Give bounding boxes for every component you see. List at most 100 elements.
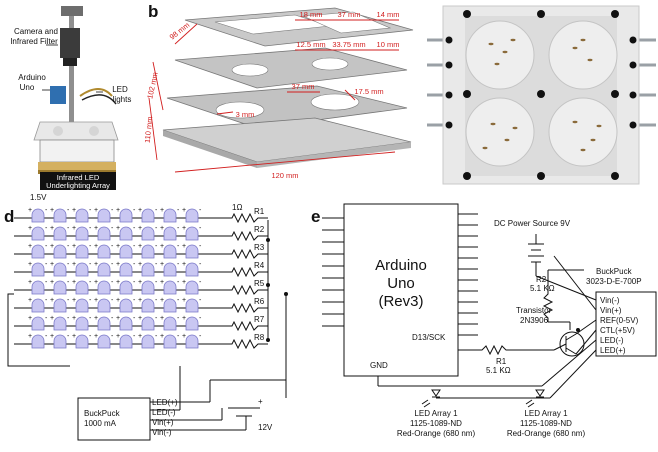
led-icon — [97, 208, 111, 223]
dim-label: 10 mm — [377, 40, 400, 49]
base-label-2: Underlighting Array — [46, 181, 110, 190]
polarity-plus: + — [138, 207, 142, 214]
polarity-plus: + — [138, 225, 142, 232]
base-plate — [162, 117, 412, 163]
polarity-plus: + — [94, 333, 98, 340]
led-icon — [53, 334, 67, 349]
panel-label-e: e — [311, 207, 321, 226]
panel-label-b: b — [148, 2, 159, 21]
polarity-minus: - — [177, 333, 180, 340]
led-icon — [185, 280, 199, 295]
polarity-minus: - — [111, 315, 114, 322]
polarity-minus: - — [67, 225, 70, 232]
resistor-label: R7 — [254, 315, 265, 324]
led-icon — [97, 226, 111, 241]
polarity-minus: - — [133, 243, 136, 250]
polarity-minus: - — [67, 315, 70, 322]
panel-b-arena-drawing: 18 mm 37 mm 14 mm 98 mm 12.5 mm 33.75 mm… — [145, 7, 414, 180]
resistor-label: R5 — [254, 279, 265, 288]
led-icon — [53, 208, 67, 223]
polarity-plus: + — [182, 261, 186, 268]
led-label-2: lights — [113, 95, 132, 104]
panel-a-rig-photo: Camera and Infrared Filter Arduino Uno L… — [0, 0, 145, 190]
buckpuck-pin: LED(-) — [600, 336, 624, 345]
polarity-minus: - — [177, 207, 180, 214]
resistor-label: R3 — [254, 243, 265, 252]
led2-label-1: LED Array 1 — [524, 409, 568, 418]
led-icon — [141, 244, 155, 259]
dim-label: 37 mm — [338, 10, 361, 19]
transistor-label-2: 2N3906 — [520, 316, 549, 325]
led-icon — [53, 226, 67, 241]
polarity-minus: - — [177, 279, 180, 286]
polarity-minus: - — [45, 261, 48, 268]
led-icon — [141, 226, 155, 241]
polarity-minus: - — [155, 297, 158, 304]
polarity-plus: + — [94, 297, 98, 304]
polarity-plus: + — [182, 297, 186, 304]
led-icon — [119, 226, 133, 241]
led-icon — [97, 316, 111, 331]
polarity-minus: - — [177, 225, 180, 232]
led1-label-2: 1125-1089-ND — [410, 419, 462, 428]
polarity-plus: + — [72, 207, 76, 214]
stand-pole — [69, 12, 74, 137]
polarity-plus: + — [94, 315, 98, 322]
panel-c-arena-photo — [425, 0, 658, 190]
polarity-plus: + — [116, 225, 120, 232]
polarity-plus: + — [50, 297, 54, 304]
polarity-minus: - — [177, 315, 180, 322]
camera — [60, 28, 80, 58]
polarity-minus: - — [155, 207, 158, 214]
led-label-1: LED — [112, 85, 128, 94]
dim-label: 37 mm — [292, 82, 315, 91]
led-icon — [163, 262, 177, 277]
chamber — [548, 97, 618, 167]
polarity-plus: + — [28, 279, 32, 286]
polarity-minus: - — [111, 243, 114, 250]
polarity-plus: + — [160, 333, 164, 340]
led-icon — [31, 334, 45, 349]
polarity-minus: - — [45, 315, 48, 322]
polarity-minus: - — [177, 297, 180, 304]
polarity-minus: - — [89, 279, 92, 286]
polarity-plus: + — [94, 261, 98, 268]
polarity-plus: + — [94, 243, 98, 250]
led-icon — [119, 208, 133, 223]
resistor-icon — [226, 338, 268, 350]
buckpuck-pin: Vin(+) — [600, 306, 622, 315]
led-icon — [53, 298, 67, 313]
polarity-plus: + — [182, 315, 186, 322]
polarity-plus: + — [116, 261, 120, 268]
polarity-minus: - — [199, 279, 202, 286]
polarity-minus: - — [67, 333, 70, 340]
resistor-label: R4 — [254, 261, 265, 270]
polarity-plus: + — [28, 297, 32, 304]
polarity-minus: - — [199, 261, 202, 268]
led-icon — [141, 298, 155, 313]
led-icon — [119, 262, 133, 277]
led-icon — [141, 262, 155, 277]
polarity-minus: - — [133, 279, 136, 286]
polarity-minus: - — [133, 297, 136, 304]
polarity-minus: - — [67, 261, 70, 268]
led-icon — [119, 334, 133, 349]
arduino-label-2: Uno — [20, 83, 35, 92]
chamber — [465, 97, 535, 167]
pin-d13-label: D13/SCK — [412, 333, 446, 342]
polarity-minus: - — [89, 261, 92, 268]
led-icon — [185, 244, 199, 259]
led-icon — [141, 208, 155, 223]
polarity-minus: - — [67, 279, 70, 286]
polarity-plus: + — [160, 261, 164, 268]
led-icon — [185, 226, 199, 241]
resistor-icon — [226, 266, 268, 278]
polarity-plus: + — [160, 243, 164, 250]
led-icon — [119, 244, 133, 259]
resistor-icon — [226, 212, 268, 224]
polarity-plus: + — [138, 261, 142, 268]
dim-label: 12.5 mm — [296, 40, 325, 49]
polarity-minus: - — [111, 279, 114, 286]
polarity-minus: - — [45, 207, 48, 214]
buckpuck-pin: REF(0-5V) — [600, 316, 639, 325]
